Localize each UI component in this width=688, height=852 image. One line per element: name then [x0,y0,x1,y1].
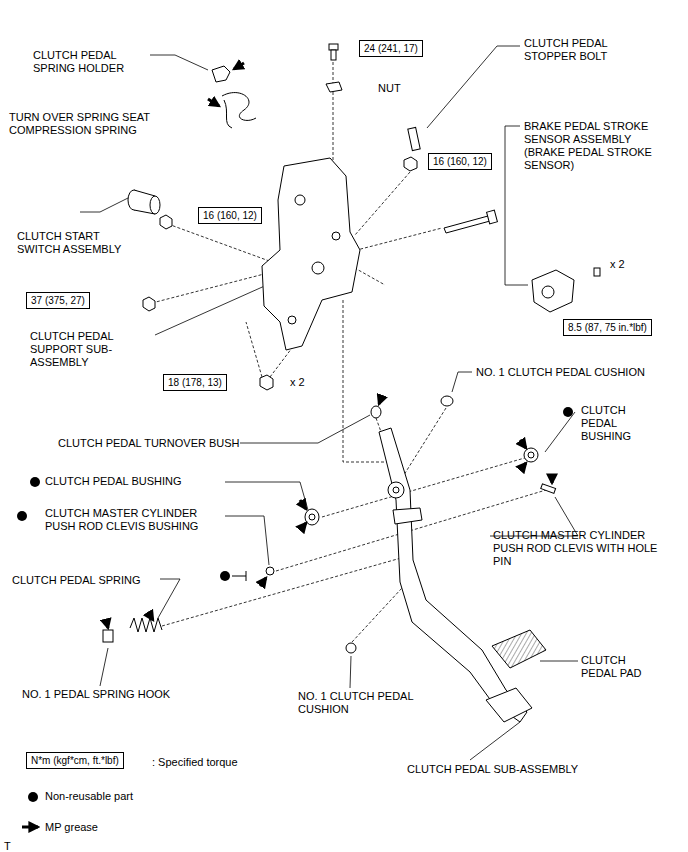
part-name: CLUTCH PEDAL SPRING HOLDER [33,49,133,75]
torque-box: 18 (178, 13) [163,374,227,391]
torque-value: 16 (160, 12) [433,156,487,167]
part-name: NO. 1 PEDAL SPRING HOOK [22,688,170,701]
legend-text: Non-reusable part [45,790,133,803]
torque-value: 37 (375, 27) [31,295,85,306]
part-name: : Specified torque [152,756,238,769]
part-name: CLUTCH PEDAL SUB-ASSEMBLY [407,763,578,776]
torque-box: 8.5 (87, 75 in.*lbf) [563,319,652,336]
part-name: CLUTCH MASTER CYLINDER PUSH ROD CLEVIS W… [493,529,673,568]
part-name: CLUTCH PEDAL SUPPORT SUB-ASSEMBLY [30,330,155,369]
part-name: NUT [378,82,401,95]
torque-value: 24 (241, 17) [364,43,418,54]
part-name: CLUTCH PEDAL PAD [581,654,656,680]
part-name: x 2 [290,376,305,389]
torque-value: 16 (160, 12) [203,210,257,221]
part-name: x 2 [610,258,625,271]
legend-torque-box: N*m (kgf*cm, ft.*lbf) [26,752,124,769]
torque-box: 16 (160, 12) [428,153,492,170]
part-name: CLUTCH PEDAL BUSHING [581,404,661,443]
part-name: CLUTCH PEDAL SPRING [12,574,141,587]
torque-box: 24 (241, 17) [359,40,423,57]
part-name: CLUTCH START SWITCH ASSEMBLY [17,230,127,256]
part-name: CLUTCH PEDAL BUSHING [45,475,182,488]
part-name: NO. 1 CLUTCH PEDAL CUSHION [298,690,423,716]
torque-value: N*m (kgf*cm, ft.*lbf) [31,755,119,766]
part-name: CLUTCH MASTER CYLINDER PUSH ROD CLEVIS B… [45,507,225,533]
part-name: NO. 1 CLUTCH PEDAL CUSHION [476,366,645,379]
part-name: BRAKE PEDAL STROKE SENSOR ASSEMBLY (BRAK… [524,120,674,172]
torque-box: 37 (375, 27) [26,292,90,309]
part-name: TURN OVER SPRING SEAT COMPRESSION SPRING [9,111,184,137]
part-name: CLUTCH PEDAL STOPPER BOLT [524,37,634,63]
torque-value: 18 (178, 13) [168,377,222,388]
torque-value: 8.5 (87, 75 in.*lbf) [568,322,647,333]
torque-box: 16 (160, 12) [198,207,262,224]
figure-code: T [4,840,11,852]
legend-text: MP grease [45,821,98,834]
part-name: CLUTCH PEDAL TURNOVER BUSH [58,437,240,450]
